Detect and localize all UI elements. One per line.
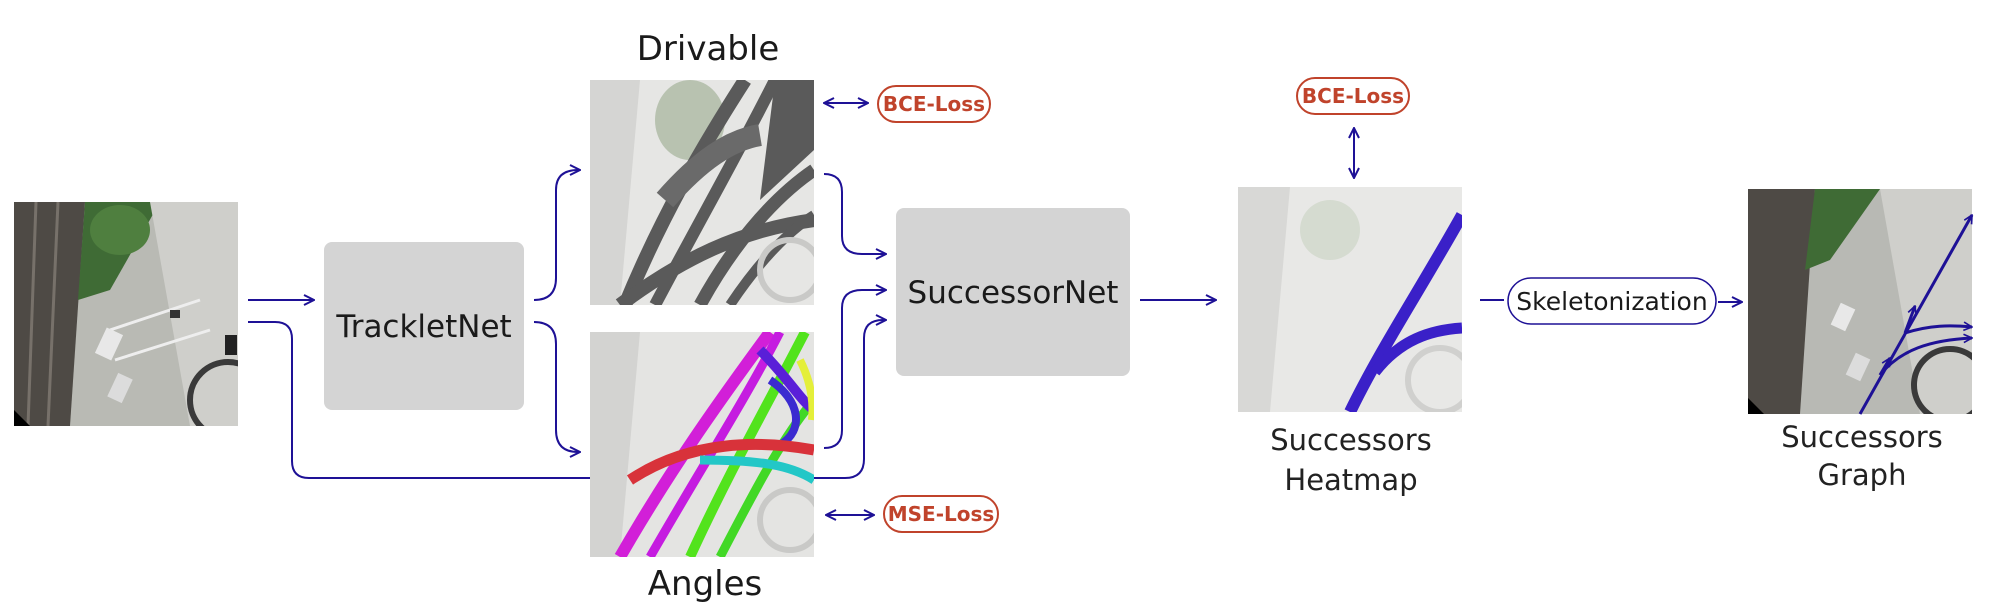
mse-loss-badge: MSE-Loss (883, 495, 999, 533)
successor-graph-edges (1858, 215, 1974, 415)
successors-graph-image (1748, 189, 1972, 414)
arrow-drivable-to-successornet (823, 173, 886, 254)
graph-caption-line1: Successors (1781, 420, 1943, 454)
drivable-title: Drivable (637, 29, 780, 69)
successors-heatmap-image (1238, 187, 1462, 412)
arrow-skip-to-successornet (814, 320, 886, 479)
arrow-input-skip (248, 321, 590, 479)
graph-caption-line2: Graph (1818, 458, 1907, 492)
angles-prediction-image (590, 332, 814, 557)
angles-title: Angles (648, 564, 762, 604)
pipeline-connectors (248, 103, 1742, 515)
mse-loss-label: MSE-Loss (888, 502, 995, 526)
skeletonization-label: Skeletonization (1516, 287, 1707, 316)
bce-loss-badge-drivable: BCE-Loss (877, 85, 991, 123)
successornet-label: SuccessorNet (908, 275, 1119, 311)
aerial-input-image (14, 202, 238, 426)
arrow-trackletnet-to-drivable (533, 170, 580, 301)
heatmap-caption-line1: Successors (1270, 423, 1432, 457)
trackletnet-label: TrackletNet (335, 309, 511, 345)
successornet-block: SuccessorNet (896, 208, 1130, 376)
arrow-trackletnet-to-angles (533, 321, 580, 452)
bce-loss-badge-heatmap: BCE-Loss (1296, 77, 1410, 115)
bce-loss-label-heatmap: BCE-Loss (1302, 84, 1404, 108)
trackletnet-block: TrackletNet (324, 242, 524, 410)
bce-loss-label-drivable: BCE-Loss (883, 92, 985, 116)
heatmap-caption-line2: Heatmap (1284, 463, 1417, 497)
skeletonization-badge: Skeletonization (1507, 277, 1717, 325)
drivable-prediction-image (590, 80, 814, 305)
arrow-angles-to-successornet (823, 290, 886, 449)
